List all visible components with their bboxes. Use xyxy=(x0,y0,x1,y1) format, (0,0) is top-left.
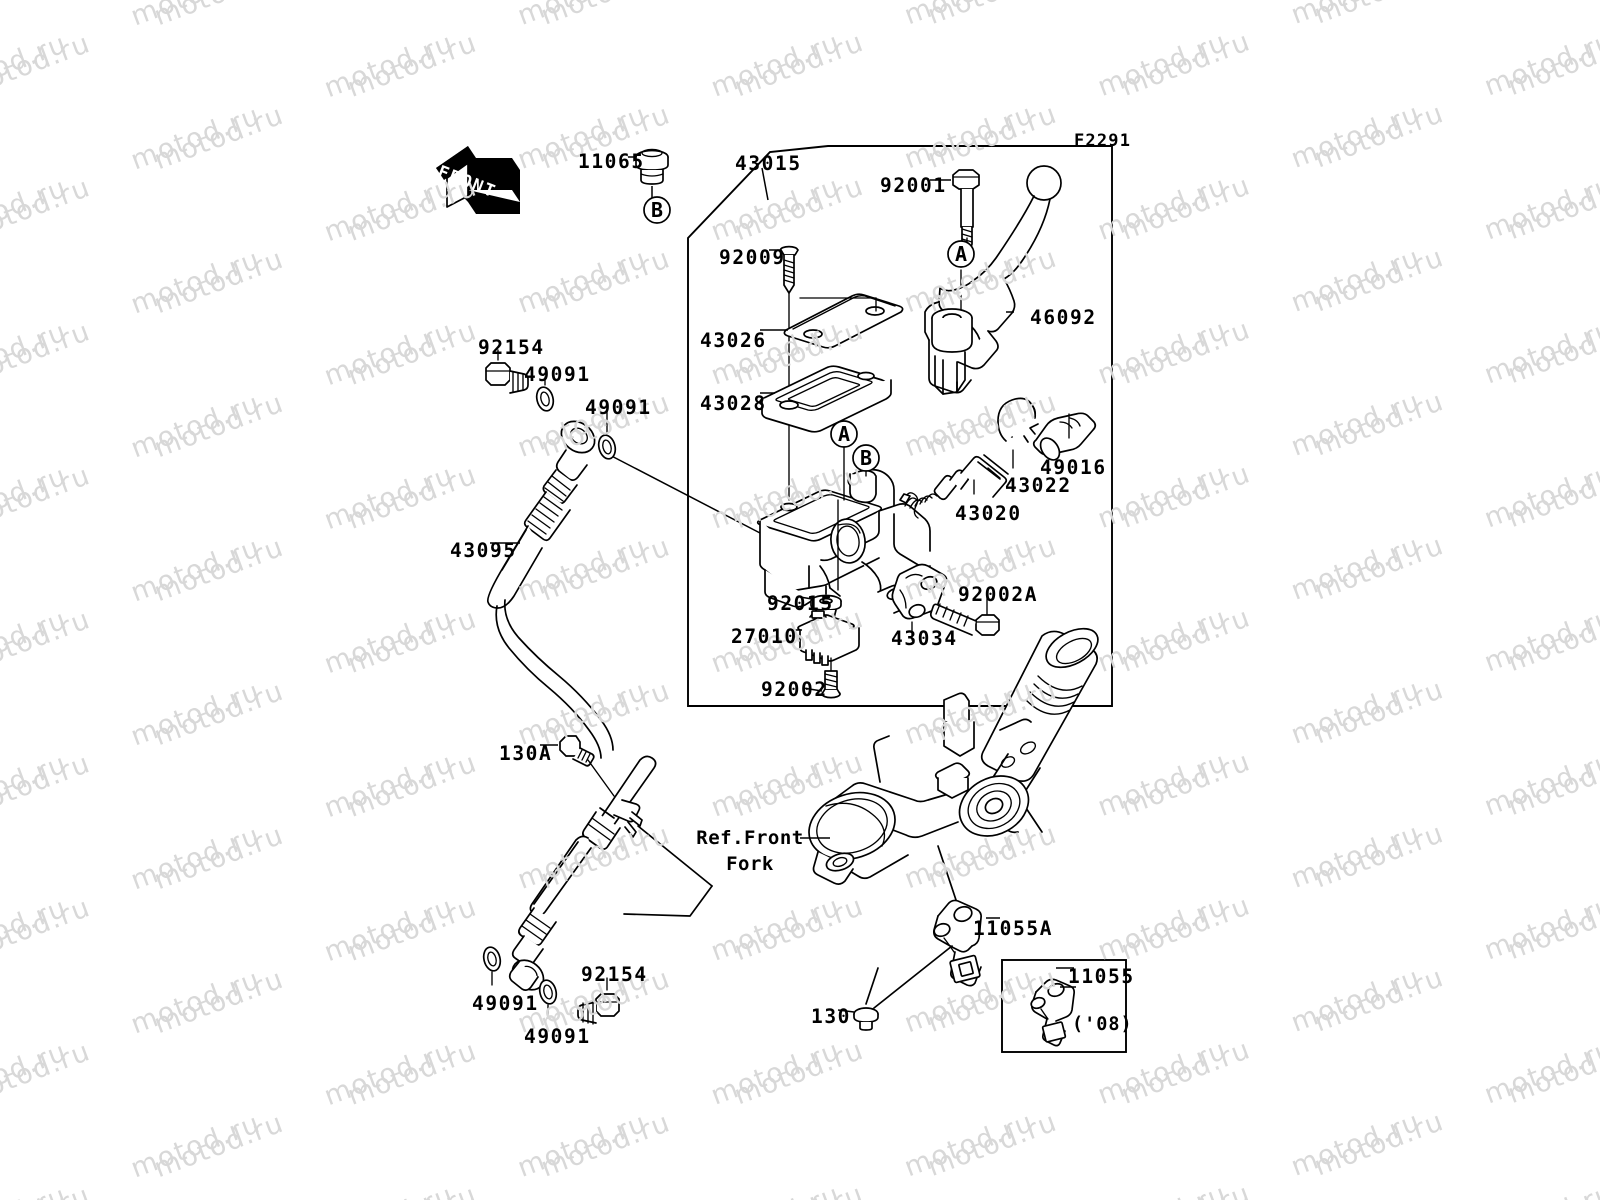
part-callout-43034: 43034 xyxy=(891,627,958,650)
lower-hose-art xyxy=(508,755,713,991)
part-callout-46092: 46092 xyxy=(1030,306,1097,329)
part-callout-43028: 43028 xyxy=(700,392,767,415)
part-callout-92154a: 92154 xyxy=(478,336,545,359)
part-callout-11055A: 11055A xyxy=(973,917,1054,940)
front-arrow-art xyxy=(436,146,520,214)
part-49016-art xyxy=(1032,412,1097,461)
part-callout-49091d: 49091 xyxy=(524,1025,591,1048)
part-27010-art xyxy=(792,610,860,673)
part-callout-92009: 92009 xyxy=(719,246,786,269)
diagram-reference-code: F2291 xyxy=(1074,131,1132,151)
part-130-art xyxy=(837,945,953,1031)
front-direction-arrow: FRONT xyxy=(428,142,518,214)
part-callout-92002: 92002 xyxy=(761,678,828,701)
circle-marker-B2: B xyxy=(859,446,873,470)
part-43026-art xyxy=(760,293,904,349)
part-callout-130: 130 xyxy=(811,1005,852,1028)
part-callout-43015: 43015 xyxy=(735,152,802,175)
part-callout-27010: 27010 xyxy=(731,625,798,648)
part-43022-art xyxy=(997,397,1039,469)
part-92154-upper-art xyxy=(485,349,529,394)
part-callout-92154b: 92154 xyxy=(581,963,648,986)
part-43028-art xyxy=(758,365,892,433)
part-92002-art xyxy=(802,670,841,699)
part-callout-130A: 130A xyxy=(499,742,553,765)
part-callout-43095: 43095 xyxy=(450,539,517,562)
part-callout-43022: 43022 xyxy=(1005,474,1072,497)
part-49091-upper-art xyxy=(535,376,617,460)
circle-marker-A1: A xyxy=(954,242,968,266)
part-callout-49016: 49016 xyxy=(1040,456,1107,479)
circle-markers-art xyxy=(643,196,975,501)
ref-front-fork-label: Ref.Front Fork xyxy=(696,827,804,875)
part-130A-art xyxy=(540,735,615,797)
part-46092-art xyxy=(924,165,1062,395)
part-callout-92002A: 92002A xyxy=(958,583,1039,606)
part-92001-art xyxy=(930,169,980,248)
part-callout-49091c: 49091 xyxy=(472,992,539,1015)
part-92154-lower-art xyxy=(577,977,620,1025)
inset-year-label: ('08) xyxy=(1072,1014,1133,1035)
circle-marker-A2: A xyxy=(837,422,851,446)
part-49091-lower-art xyxy=(482,946,558,1019)
front-arrow-label: FRONT xyxy=(434,162,500,203)
part-callout-11055: 11055 xyxy=(1068,965,1135,988)
part-callout-43020: 43020 xyxy=(955,502,1022,525)
part-43095-art xyxy=(486,420,614,759)
part-callout-49091b: 49091 xyxy=(585,396,652,419)
ref-front-fork-art xyxy=(800,627,1099,885)
part-92002A-art xyxy=(929,595,1000,636)
part-43020-art xyxy=(899,454,1009,519)
circle-marker-B1: B xyxy=(650,198,664,222)
part-callout-43026: 43026 xyxy=(700,329,767,352)
part-callout-49091a: 49091 xyxy=(524,363,591,386)
inset-box-art xyxy=(1001,959,1127,1053)
part-callout-92001: 92001 xyxy=(880,174,947,197)
part-11055A-art xyxy=(932,845,1000,987)
part-callout-92015: 92015 xyxy=(767,592,834,615)
part-callout-11065: 11065 xyxy=(578,150,645,173)
